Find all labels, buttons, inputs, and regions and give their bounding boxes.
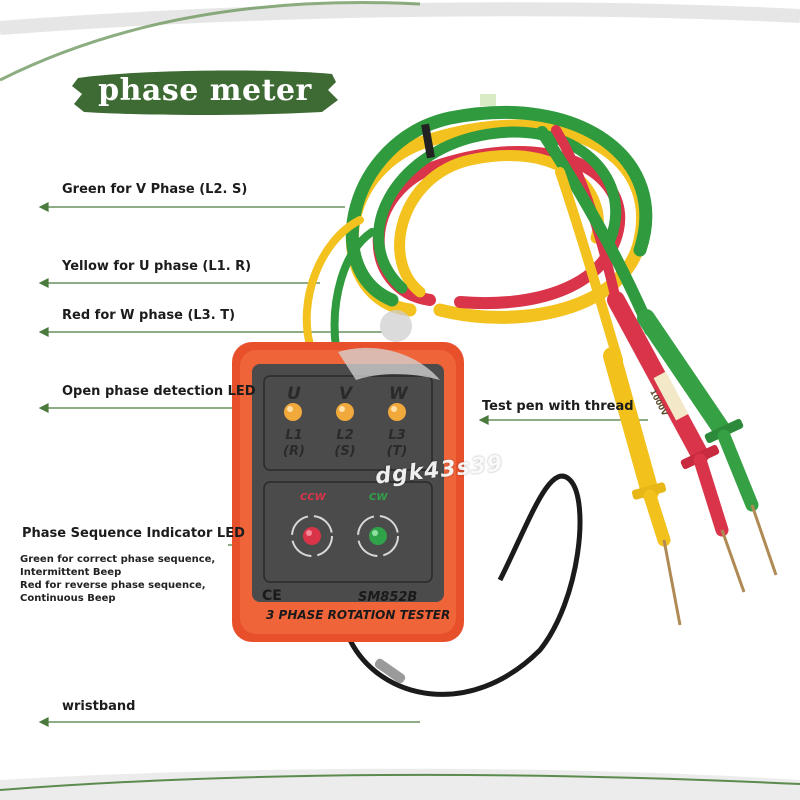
lanyard-clasp xyxy=(374,658,406,684)
phase-letter-u: U xyxy=(287,384,301,404)
cw-label: CW xyxy=(369,492,388,503)
watermark-figure xyxy=(338,310,440,380)
callout-test-pen: Test pen with thread xyxy=(482,399,634,414)
note-line: Green for correct phase sequence, xyxy=(20,554,216,565)
sequence-notes: Green for correct phase sequence, Interm… xyxy=(20,553,215,605)
arrow-left-icon xyxy=(478,415,489,425)
callout-sequence-led: Phase Sequence Indicator LED xyxy=(22,526,245,541)
callout-yellow-u: Yellow for U phase (L1. R) xyxy=(62,259,252,274)
arrow-left-icon xyxy=(38,202,49,212)
callout-red-w: Red for W phase (L3. T) xyxy=(62,308,236,323)
led-icon xyxy=(284,403,302,421)
page-title: phase meter xyxy=(98,73,312,108)
callout-green-v: Green for V Phase (L2. S) xyxy=(62,182,248,197)
arrow-left-icon xyxy=(38,278,49,288)
model-number: SM852B xyxy=(358,590,418,605)
title-banner: phase meter xyxy=(70,68,340,116)
phase-letter-w: W xyxy=(389,384,408,404)
phase-line-l1: L1 xyxy=(285,428,303,443)
arrow-left-icon xyxy=(38,717,49,727)
phase-line-l2: L2 xyxy=(336,428,354,443)
ccw-label: CCW xyxy=(300,492,326,503)
ce-mark: CE xyxy=(262,588,282,604)
callout-open-phase: Open phase detection LED xyxy=(62,384,256,399)
probe-green xyxy=(637,309,778,576)
rotation-arrows-icon xyxy=(291,515,333,557)
arrow-left-icon xyxy=(38,403,49,413)
note-line: Intermittent Beep xyxy=(20,567,122,578)
lanyard xyxy=(347,473,583,697)
led-icon xyxy=(336,403,354,421)
probe-rating-band xyxy=(653,371,689,421)
brush-stroke-icon xyxy=(72,70,338,115)
callout-wristband: wristband xyxy=(62,699,136,714)
phase-code-t: (T) xyxy=(386,444,408,459)
device-name: 3 PHASE ROTATION TESTER xyxy=(266,608,451,622)
phase-code-r: (R) xyxy=(283,444,305,459)
arrow-left-icon xyxy=(38,327,49,337)
note-line: Red for reverse phase sequence, xyxy=(20,580,206,591)
probe-yellow xyxy=(603,347,682,626)
phase-line-l3: L3 xyxy=(388,428,406,443)
led-icon xyxy=(388,403,406,421)
phase-letter-v: V xyxy=(339,384,353,404)
cable-tie xyxy=(480,94,496,106)
cable-clip xyxy=(421,123,435,159)
phase-code-s: (S) xyxy=(334,444,356,459)
rotation-arrows-icon xyxy=(357,515,399,557)
note-line: Continuous Beep xyxy=(20,593,116,604)
